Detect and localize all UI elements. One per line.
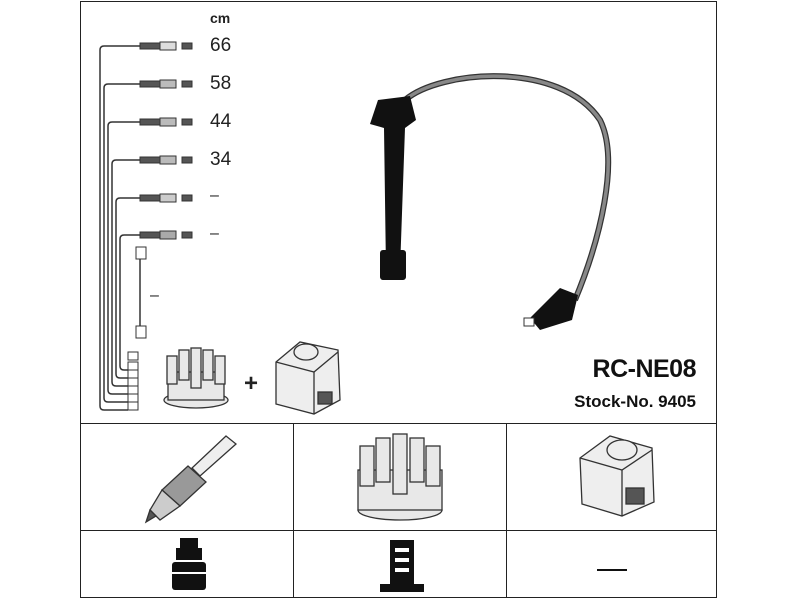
ignition-coil-icon [275,341,341,415]
cable-length-2: 58 [210,73,232,94]
divider-row-2 [80,530,717,531]
spark-plug-boot-icon [172,538,206,590]
stock-number: Stock-No. 9405 [574,392,696,411]
part-number: RC-NE08 [592,355,697,383]
divider-col-1 [293,423,294,598]
divider-row-1 [80,423,717,424]
cable-set-schematic-icon [99,45,141,411]
coil-cable-length: – [150,287,159,304]
cable-length-6: – [210,225,219,242]
cable-length-4: 34 [210,149,232,170]
cable-length-3: 44 [210,111,232,132]
coil-connector-none [597,569,627,571]
plus-sign: + [244,370,259,397]
divider-col-2 [506,423,507,598]
ignition-cable-icon [370,73,612,330]
ignition-coil-large-icon [579,435,655,517]
spark-plug-icon [144,435,238,524]
cable-length-1: 66 [210,35,232,56]
distributor-cap-large-icon [357,433,443,521]
cable-connectors-icon [127,41,193,411]
length-unit: cm [210,10,231,26]
distributor-cap-icon [163,347,229,409]
diagram-frame [80,1,717,598]
distributor-connector-icon [380,540,424,592]
cable-length-5: – [210,187,219,204]
